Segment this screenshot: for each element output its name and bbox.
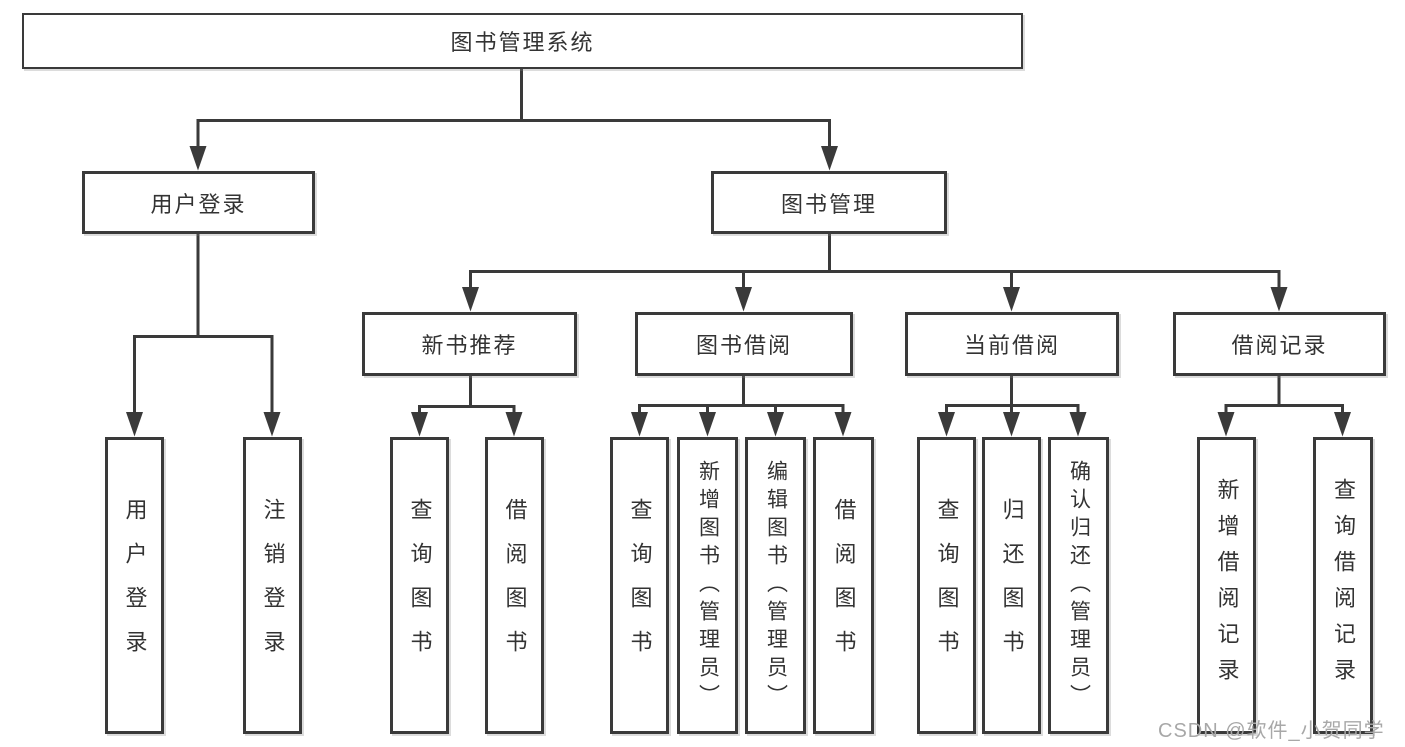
node-user-login: 用户登录	[82, 171, 315, 234]
leaf-borrow-books: 借阅图书	[813, 437, 874, 734]
node-book-management: 图书管理	[711, 171, 947, 234]
leaf-user-login: 用户登录	[105, 437, 164, 734]
arrowheads	[126, 146, 1351, 437]
node-borrow-records: 借阅记录	[1173, 312, 1386, 376]
leaf-logout: 注销登录	[243, 437, 302, 734]
leaf-confirm-return-admin: 确认归还（管理员）	[1048, 437, 1109, 734]
watermark: CSDN @软件_小贺同学	[1158, 720, 1385, 742]
leaf-query-books-current: 查询图书	[917, 437, 976, 734]
leaf-add-borrow-record: 新增借阅记录	[1197, 437, 1256, 734]
leaf-edit-books-admin: 编辑图书（管理员）	[745, 437, 806, 734]
leaf-add-books-admin: 新增图书（管理员）	[677, 437, 738, 734]
node-current-borrow: 当前借阅	[905, 312, 1119, 376]
leaf-return-books: 归还图书	[982, 437, 1041, 734]
node-new-book-recommend: 新书推荐	[362, 312, 577, 376]
leaf-query-books-borrow: 查询图书	[610, 437, 669, 734]
leaf-borrow-books-recommend: 借阅图书	[485, 437, 544, 734]
node-book-borrow: 图书借阅	[635, 312, 853, 376]
leaf-query-borrow-record: 查询借阅记录	[1313, 437, 1373, 734]
node-root-system: 图书管理系统	[22, 13, 1023, 69]
leaf-query-books-recommend: 查询图书	[390, 437, 449, 734]
